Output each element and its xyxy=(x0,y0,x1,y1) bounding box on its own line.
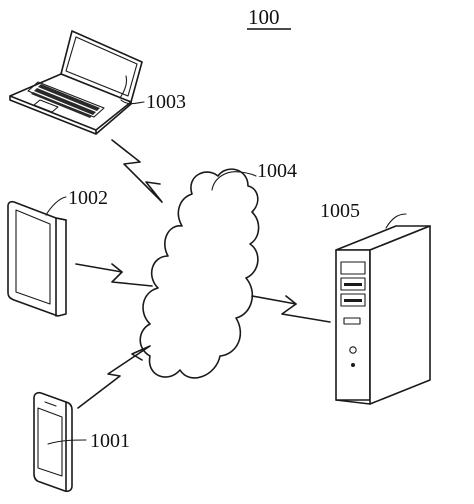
wireless-links xyxy=(75,139,331,409)
tablet-ref: 1002 xyxy=(45,187,108,216)
cloud-ref: 1004 xyxy=(211,160,297,191)
laptop-icon xyxy=(9,30,143,135)
server-tower-icon xyxy=(335,225,431,405)
smartphone-ref: 1001 xyxy=(47,430,130,452)
cloud-network-icon xyxy=(139,168,260,379)
tablet-leader-line xyxy=(45,196,67,216)
server-ref: 1005 xyxy=(320,200,407,229)
tablet-cloud-link-icon xyxy=(75,263,153,287)
tablet-ref-label: 1002 xyxy=(68,187,108,209)
tablet-icon xyxy=(7,200,67,317)
cloud-ref-label: 1004 xyxy=(257,160,297,182)
cloud-leader-line xyxy=(211,171,257,191)
keyboard-keys xyxy=(31,84,100,118)
system-label: 100 xyxy=(248,5,280,29)
system-title: 100 xyxy=(247,5,291,30)
laptop-ref: 1003 xyxy=(120,91,186,113)
laptop-ref-label: 1003 xyxy=(146,91,186,113)
smartphone-leader-line xyxy=(47,439,87,445)
cloud-server-link-icon xyxy=(251,295,331,323)
smartphone-ref-label: 1001 xyxy=(90,430,130,452)
phone-cloud-link-icon xyxy=(77,345,151,409)
server-ref-label: 1005 xyxy=(320,200,360,222)
smartphone-icon xyxy=(33,391,73,493)
server-leader-line xyxy=(385,213,407,229)
laptop-leader-line xyxy=(120,99,145,105)
laptop-cloud-link-icon xyxy=(111,139,163,203)
